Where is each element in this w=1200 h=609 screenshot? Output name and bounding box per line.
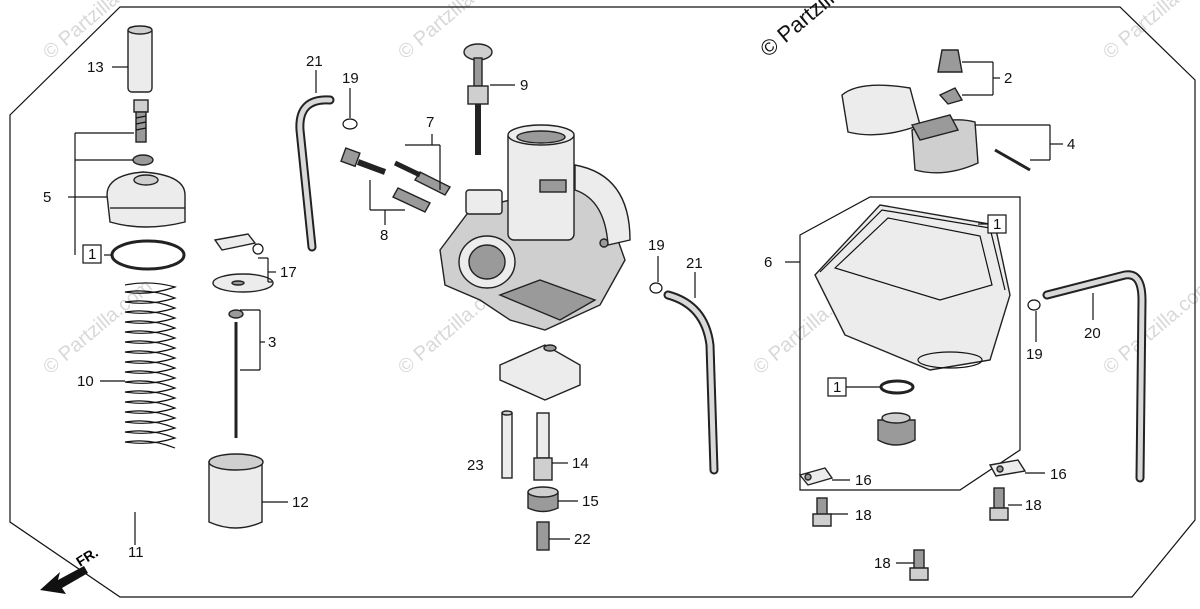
callout-17: 17 bbox=[280, 264, 297, 281]
callout-22: 22 bbox=[574, 531, 591, 548]
callout-1: 1 bbox=[833, 379, 841, 396]
callout-7: 7 bbox=[426, 114, 434, 131]
callout-21: 21 bbox=[306, 53, 323, 70]
callout-19: 19 bbox=[342, 70, 359, 87]
part-13-tube bbox=[112, 25, 153, 93]
callout-19: 19 bbox=[1026, 346, 1043, 363]
callout-1: 1 bbox=[993, 216, 1001, 233]
callout-box bbox=[987, 214, 1007, 234]
copyright-notice: © Partzilla.com bbox=[755, 0, 885, 62]
callout-6: 6 bbox=[764, 254, 772, 271]
callout-18: 18 bbox=[855, 507, 872, 524]
carburetor-body bbox=[439, 124, 631, 331]
part-21-hose bbox=[295, 70, 335, 252]
part-23-jet bbox=[501, 410, 513, 479]
callout-3: 3 bbox=[268, 334, 276, 351]
callout-4: 4 bbox=[1067, 136, 1075, 153]
lock-nut bbox=[132, 154, 154, 166]
part-2-float-valve bbox=[937, 49, 1000, 105]
callout-16: 16 bbox=[855, 472, 872, 489]
callout-23: 23 bbox=[467, 457, 484, 474]
part-10-spring bbox=[100, 282, 177, 449]
callout-15: 15 bbox=[582, 493, 599, 510]
callout-16: 16 bbox=[1050, 466, 1067, 483]
front-arrow: FR. bbox=[40, 544, 101, 594]
part-7-8-screw-set bbox=[340, 134, 452, 225]
part-9-throttle-stop-screw bbox=[463, 43, 515, 155]
watermark: © Partzilla.com bbox=[1099, 275, 1200, 378]
carb-bracket-plate bbox=[499, 344, 581, 401]
callout-18: 18 bbox=[874, 555, 891, 572]
part-12-throttle-valve bbox=[208, 453, 288, 529]
part-18-screw bbox=[989, 487, 1022, 521]
part-18-screw bbox=[896, 549, 929, 581]
callout-21: 21 bbox=[686, 255, 703, 272]
callout-10: 10 bbox=[77, 373, 94, 390]
watermark: © Partzilla.com bbox=[394, 0, 511, 64]
part-19-clip bbox=[649, 256, 663, 294]
part-19-clip bbox=[1027, 299, 1041, 342]
callout-5: 5 bbox=[43, 189, 51, 206]
part-14-jet-holder bbox=[533, 412, 568, 481]
part-22-pilot-jet bbox=[536, 521, 570, 551]
part-15-nut bbox=[527, 486, 578, 513]
part-19-clip bbox=[342, 88, 358, 130]
watermarks: © Partzilla.com © Partzilla.com © Partzi… bbox=[39, 0, 1200, 379]
callout-5-bracket bbox=[68, 132, 134, 256]
part-21-hose bbox=[663, 272, 719, 475]
part-4-float bbox=[841, 84, 1063, 174]
callout-8: 8 bbox=[380, 227, 388, 244]
callout-11: 11 bbox=[128, 544, 144, 561]
callout-box bbox=[827, 377, 847, 397]
callout-1: 1 bbox=[88, 246, 96, 263]
part-6-float-chamber bbox=[785, 196, 1021, 491]
callout-box bbox=[82, 244, 102, 264]
callout-20: 20 bbox=[1084, 325, 1101, 342]
part-3-jet-needle bbox=[228, 309, 265, 438]
diagram-frame bbox=[9, 6, 1196, 598]
callout-14: 14 bbox=[572, 455, 589, 472]
part-5-carb-cap bbox=[106, 171, 186, 228]
callout-2: 2 bbox=[1004, 70, 1012, 87]
callout-9: 9 bbox=[520, 77, 528, 94]
callout-19: 19 bbox=[648, 237, 665, 254]
part-16-clamp bbox=[798, 467, 850, 486]
cap-o-ring bbox=[110, 239, 186, 271]
callout-13: 13 bbox=[87, 59, 104, 76]
drain-plug-set bbox=[846, 379, 916, 446]
callout-18: 18 bbox=[1025, 497, 1042, 514]
part-16-clamp bbox=[988, 459, 1045, 477]
front-label: FR. bbox=[73, 544, 101, 570]
callout-12: 12 bbox=[292, 494, 309, 511]
part-20-overflow-hose bbox=[1042, 270, 1147, 483]
part-17-needle-clip bbox=[212, 233, 274, 293]
adjuster-bolt bbox=[133, 99, 149, 143]
part-18-screw bbox=[812, 497, 848, 527]
watermark: © Partzilla.com bbox=[1099, 0, 1200, 64]
